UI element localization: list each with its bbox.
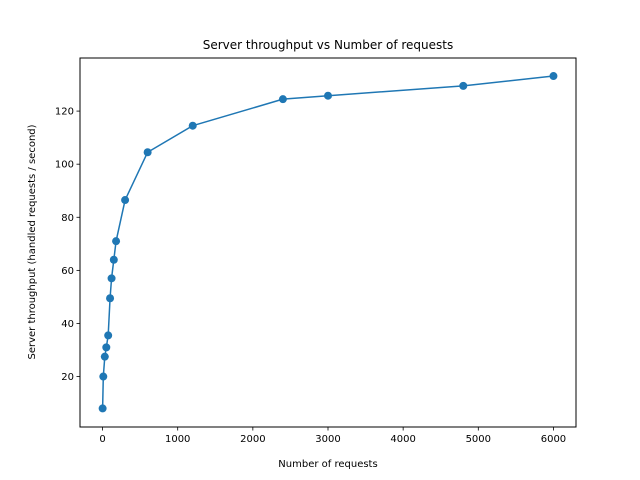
data-point — [121, 196, 130, 205]
data-point — [102, 343, 111, 352]
data-point — [109, 255, 118, 264]
x-tick-label: 3000 — [315, 434, 340, 445]
chart-title: Server throughput vs Number of requests — [203, 38, 454, 52]
x-tick-label: 4000 — [390, 434, 415, 445]
y-tick-label: 80 — [61, 213, 74, 224]
y-tick-label: 40 — [61, 319, 74, 330]
y-axis-label: Server throughput (handled requests / se… — [27, 124, 38, 359]
x-tick-label: 6000 — [541, 434, 566, 445]
x-tick-label: 2000 — [240, 434, 265, 445]
data-point — [143, 148, 152, 157]
y-tick-label: 100 — [55, 160, 74, 171]
data-point — [278, 95, 287, 104]
data-point — [107, 274, 116, 283]
data-point — [106, 294, 115, 303]
y-tick-label: 60 — [61, 266, 74, 277]
data-point — [112, 237, 121, 246]
data-point — [549, 72, 558, 81]
data-point — [99, 372, 108, 381]
x-tick-label: 1000 — [165, 434, 190, 445]
data-point — [459, 81, 468, 90]
data-point — [100, 352, 109, 361]
x-tick-label: 5000 — [466, 434, 491, 445]
x-axis-label: Number of requests — [278, 459, 377, 470]
plot-area — [98, 72, 558, 413]
x-tick-label: 0 — [99, 434, 105, 445]
y-tick-label: 20 — [61, 372, 74, 383]
data-point — [188, 121, 197, 130]
data-point — [324, 91, 332, 100]
y-tick-label: 120 — [55, 107, 74, 118]
data-point — [98, 404, 107, 413]
series-line — [101, 75, 554, 409]
data-point — [104, 331, 113, 340]
